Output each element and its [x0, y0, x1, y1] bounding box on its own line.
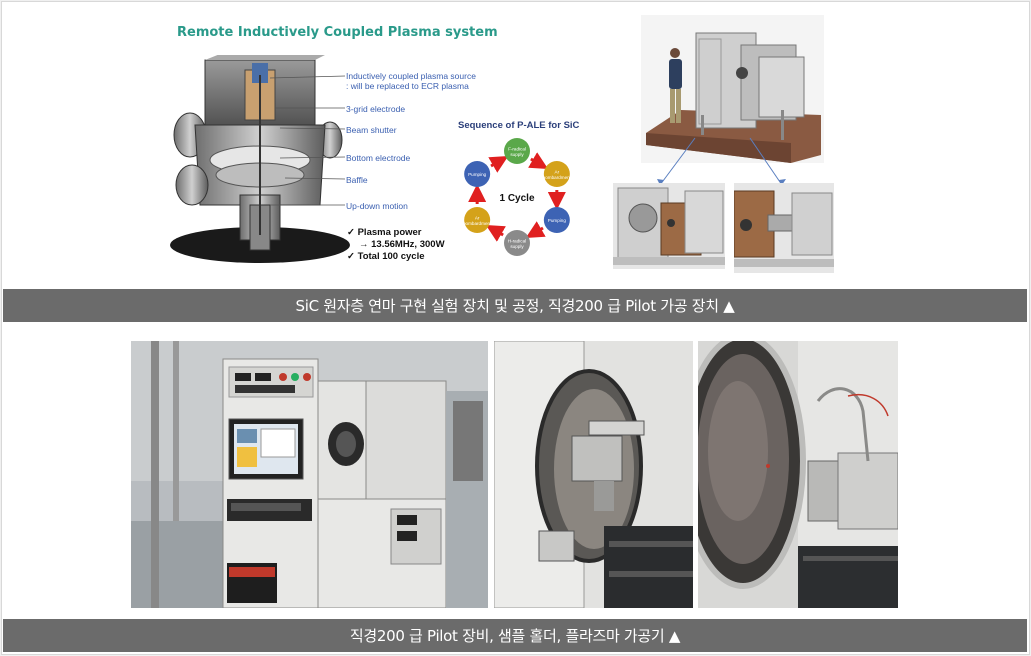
- sequence-node-label: H-radical: [508, 238, 526, 243]
- photo-pilot-equipment: [131, 341, 488, 608]
- photo-plasma-processor: [698, 341, 898, 608]
- param-frequency-power: → 13.56MHz, 300W: [359, 238, 445, 250]
- callout-leader-lines: [269, 75, 346, 206]
- chamber-illustration: [170, 55, 350, 263]
- diagram-title: Remote Inductively Coupled Plasma system: [177, 25, 498, 40]
- caption-bar-bottom: 직경200 급 Pilot 장비, 샘플 홀더, 플라즈마 가공기 ▲: [3, 619, 1027, 652]
- sequence-node-circle: [464, 161, 491, 187]
- caption-bar-top: SiC 원자층 연마 구현 실험 장치 및 공정, 직경200 급 Pilot …: [3, 289, 1027, 322]
- sequence-node-circle: [464, 207, 491, 233]
- sequence-node-label: Pumping: [468, 172, 487, 177]
- param-total-cycle: ✓ Total 100 cycle: [347, 250, 425, 262]
- callout-beam-shutter: Beam shutter: [346, 125, 397, 135]
- sequence-node-circle: [543, 207, 570, 233]
- caption-top-text: SiC 원자층 연마 구현 실험 장치 및 공정, 직경200 급 Pilot …: [295, 297, 735, 315]
- sequence-node-circle: [504, 230, 530, 256]
- callout-icp-source: Inductively coupled plasma source : will…: [346, 71, 476, 91]
- sequence-node: Pumping: [543, 207, 570, 233]
- sequence-node-label: bombardment: [463, 221, 492, 226]
- sequence-node-circle: [504, 138, 530, 164]
- callout-baffle: Baffle: [346, 175, 368, 185]
- render-detail-right: [734, 183, 834, 273]
- sequence-node-label: Ar: [555, 169, 560, 174]
- photo-sample-holder: [494, 341, 693, 608]
- sequence-center-label: 1 Cycle: [499, 193, 534, 204]
- sequence-node-label: F-radical: [508, 146, 526, 151]
- sequence-title: Sequence of P-ALE for SiC: [458, 120, 580, 131]
- sequence-node-circle: [543, 161, 570, 187]
- ale-sequence-cycle: F-radicalsupplyArbombardmentPumpingH-rad…: [463, 138, 572, 256]
- caption-bottom-text: 직경200 급 Pilot 장비, 샘플 홀더, 플라즈마 가공기 ▲: [349, 627, 681, 645]
- param-plasma-power: ✓ Plasma power: [347, 227, 422, 238]
- callout-up-down-motion: Up-down motion: [346, 201, 408, 211]
- sequence-node-label: Ar: [475, 215, 480, 220]
- sequence-node: Pumping: [464, 161, 491, 187]
- sequence-node-label: Pumping: [548, 218, 567, 223]
- sequence-node-label: supply: [510, 152, 524, 157]
- sequence-node-label: supply: [510, 244, 524, 249]
- pilot-machine-render: [641, 15, 824, 163]
- sequence-arrow: [528, 152, 549, 170]
- sequence-arrow: [485, 225, 506, 242]
- sequence-arrow: [488, 156, 509, 173]
- sequence-arrow: [525, 221, 546, 239]
- render-detail-left: [613, 183, 725, 269]
- sequence-node-label: bombardment: [543, 175, 572, 180]
- callout-bottom-electrode: Bottom electrode: [346, 153, 411, 163]
- plasma-parameters: ✓ Plasma power → 13.56MHz, 300W ✓ Total …: [347, 227, 445, 263]
- callout-3-grid-electrode: 3-grid electrode: [346, 104, 406, 114]
- render-zoom-connector-lines: [657, 137, 786, 186]
